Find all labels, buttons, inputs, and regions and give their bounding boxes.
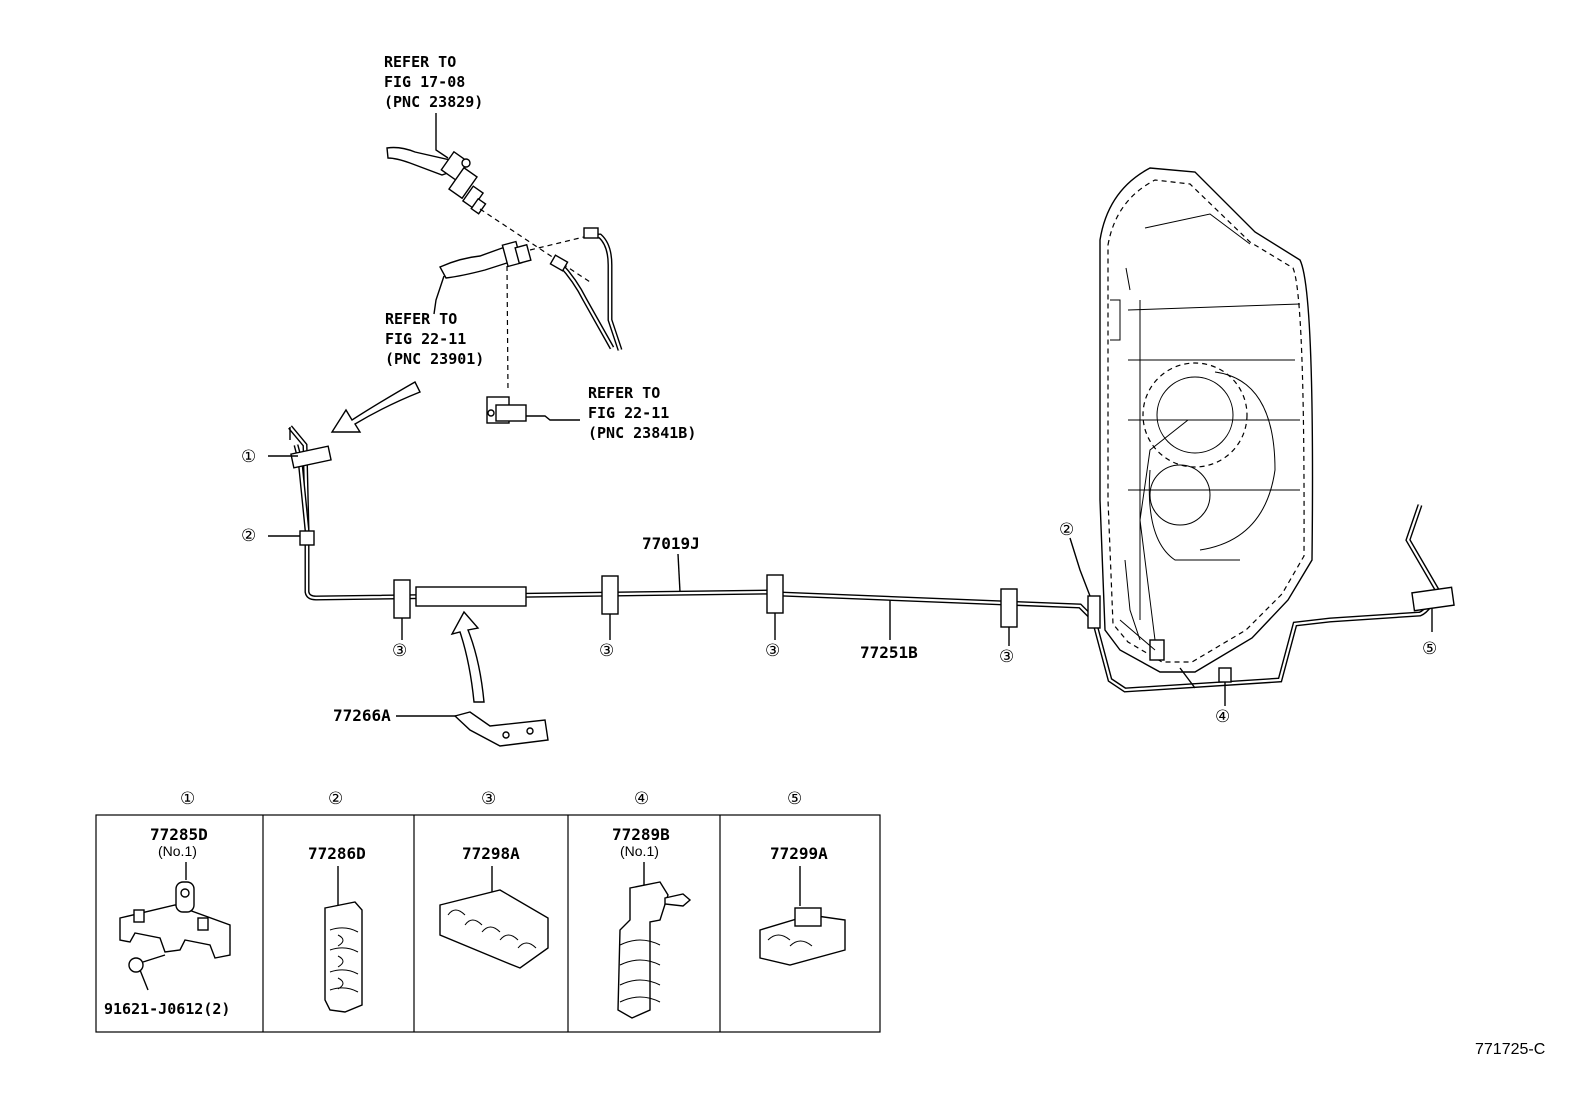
svg-text:(PNC 23901): (PNC 23901) xyxy=(385,350,484,368)
clamp-77298a-drawing xyxy=(439,889,549,969)
svg-text:③: ③ xyxy=(599,641,614,660)
svg-text:REFER TO: REFER TO xyxy=(588,384,660,402)
svg-text:FIG 22-11: FIG 22-11 xyxy=(588,404,669,422)
svg-text:77266A: 77266A xyxy=(333,706,391,725)
callout-3-c[interactable]: ③ xyxy=(765,613,780,660)
dashed-guide-3 xyxy=(506,265,509,393)
table-header-2: ② xyxy=(328,789,343,808)
svg-text:(PNC 23829): (PNC 23829) xyxy=(384,93,483,111)
clamp-2-b xyxy=(1087,595,1101,629)
bracket-part-23841b xyxy=(486,396,580,424)
clamp-77286d-drawing xyxy=(324,901,363,1013)
clamp-3-c xyxy=(766,574,784,614)
callout-2-main-right[interactable]: ② xyxy=(1059,520,1091,597)
table-header-3: ③ xyxy=(481,789,496,808)
svg-text:⑤: ⑤ xyxy=(1422,639,1437,658)
callout-3-a[interactable]: ③ xyxy=(392,618,407,660)
svg-text:77251B: 77251B xyxy=(860,643,918,662)
table-cell-3[interactable]: 77298A xyxy=(439,844,549,969)
part-label-77251b[interactable]: 77251B xyxy=(860,600,918,662)
table-header-1: ① xyxy=(180,789,195,808)
svg-text:77285D: 77285D xyxy=(150,825,208,844)
svg-text:FIG 22-11: FIG 22-11 xyxy=(385,330,466,348)
upper-pipe-segment xyxy=(549,227,623,351)
clamp-77299a-drawing xyxy=(759,907,846,966)
part-label-77266a[interactable]: 77266A xyxy=(333,706,456,725)
svg-text:④: ④ xyxy=(1215,707,1230,726)
hose-assembly-upper xyxy=(386,113,487,215)
figure-id: 771725-C xyxy=(1475,1041,1545,1058)
table-header-5: ⑤ xyxy=(787,789,802,808)
svg-text:REFER TO: REFER TO xyxy=(385,310,457,328)
svg-text:③: ③ xyxy=(392,641,407,660)
svg-text:77286D: 77286D xyxy=(308,844,366,863)
direction-arrow-lower xyxy=(450,610,485,703)
svg-text:②: ② xyxy=(1059,520,1074,539)
svg-text:③: ③ xyxy=(999,647,1014,666)
table-cell-1[interactable]: 77285D (No.1) 91621-J0612(2) xyxy=(104,825,231,1018)
hose-assembly-middle xyxy=(433,240,532,315)
direction-arrow-upper xyxy=(330,381,421,433)
svg-text:(PNC 23841B): (PNC 23841B) xyxy=(588,424,696,442)
protector-sleeve xyxy=(415,586,527,607)
reference-note-fig-17-08[interactable]: REFER TO FIG 17-08 (PNC 23829) xyxy=(384,53,483,111)
svg-text:REFER TO: REFER TO xyxy=(384,53,456,71)
callout-3-b[interactable]: ③ xyxy=(599,614,614,660)
table-cell-4[interactable]: 77289B (No.1) xyxy=(612,825,692,1019)
svg-text:(No.1): (No.1) xyxy=(620,843,659,859)
callout-4-main[interactable]: ④ xyxy=(1215,682,1230,726)
reference-note-fig-22-11-b[interactable]: REFER TO FIG 22-11 (PNC 23841B) xyxy=(588,384,696,442)
clamp-77289b-drawing xyxy=(617,881,692,1019)
clamp-1 xyxy=(290,445,332,469)
clamp-2-a xyxy=(299,530,315,546)
svg-text:77289B: 77289B xyxy=(612,825,670,844)
dashed-guide-1 xyxy=(479,208,591,283)
clamp-3-d xyxy=(1000,588,1018,628)
callout-2-main-left[interactable]: ② xyxy=(241,526,300,545)
svg-text:77019J: 77019J xyxy=(642,534,700,553)
svg-text:FIG 17-08: FIG 17-08 xyxy=(384,73,465,91)
svg-text:③: ③ xyxy=(765,641,780,660)
svg-text:(No.1): (No.1) xyxy=(158,843,197,859)
clamp-3-b xyxy=(601,575,619,615)
svg-text:①: ① xyxy=(241,447,256,466)
table-cell-5[interactable]: 77299A xyxy=(759,844,846,966)
clamp-3-a xyxy=(393,579,411,619)
fuel-tank xyxy=(1099,167,1314,689)
clamp-4 xyxy=(1218,667,1232,683)
protector-plate-77266a xyxy=(453,711,549,747)
callout-3-d[interactable]: ③ xyxy=(999,627,1014,666)
legend-table: ① ② ③ ④ ⑤ xyxy=(95,789,881,1033)
svg-text:91621-J0612(2): 91621-J0612(2) xyxy=(104,1000,230,1018)
callout-5-main[interactable]: ⑤ xyxy=(1422,608,1437,658)
table-cell-2[interactable]: 77286D xyxy=(308,844,366,1013)
table-header-4: ④ xyxy=(634,789,649,808)
svg-text:②: ② xyxy=(241,526,256,545)
svg-text:77299A: 77299A xyxy=(770,844,828,863)
clamp-5 xyxy=(1411,586,1455,612)
callout-1-main[interactable]: ① xyxy=(241,447,298,466)
svg-text:77298A: 77298A xyxy=(462,844,520,863)
reference-note-fig-22-11-a[interactable]: REFER TO FIG 22-11 (PNC 23901) xyxy=(385,310,484,368)
dashed-guide-2 xyxy=(529,235,589,251)
part-label-77019j[interactable]: 77019J xyxy=(642,534,700,593)
clamp-77285d-drawing xyxy=(119,881,231,991)
